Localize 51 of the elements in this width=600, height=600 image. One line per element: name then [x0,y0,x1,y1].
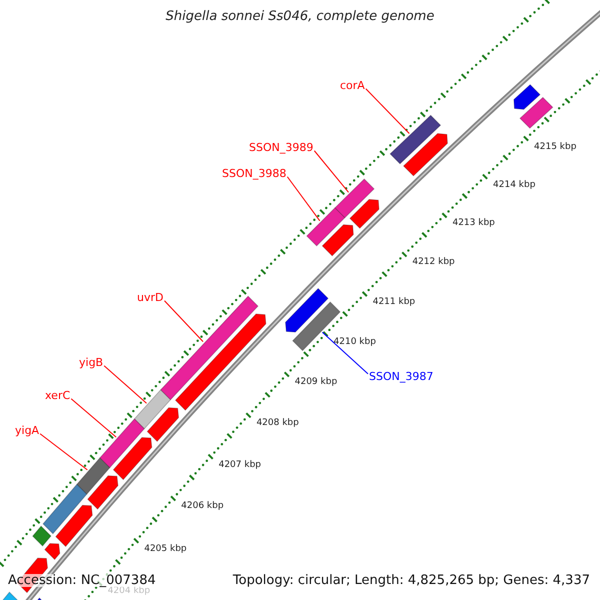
leader-line [314,150,350,193]
gene-feature [349,198,380,229]
tick-label: 4207 kbp [218,460,261,471]
leader-line [40,433,88,470]
accession-text: Accession: NC_007384 [8,574,156,587]
gene-feature [146,407,180,442]
tick-label: 4204 kbp [108,586,150,598]
tick-label: 4214 kbp [493,180,536,191]
tick-label: 4208 kbp [256,418,299,430]
gene-label: SSON_3989 [249,141,314,154]
tick-label: 4211 kbp [372,297,416,308]
gene-bar [134,389,172,430]
gene-feature [322,224,354,256]
gene-label: SSON_3987 [369,370,434,383]
gene-feature [513,84,541,110]
gene-feature [44,543,60,560]
tick-label: 4215 kbp [534,142,576,153]
gene-bar [390,114,442,164]
gene-bar [519,96,554,129]
gene-bar [32,526,52,547]
tick-label: 4205 kbp [144,544,187,555]
gene-feature [87,475,118,510]
gene-label: uvrD [137,291,164,304]
gene-label: SSON_3988 [222,167,286,180]
gene-feature [402,133,448,176]
genome-stats-text: Topology: circular; Length: 4,825,265 bp; Genes: 4,337 [232,574,590,587]
tick-label: 4210 kbp [334,337,376,348]
gene-bar [334,178,375,218]
leader-line [70,398,117,438]
gene-label: corA [340,79,365,92]
gene-feature [285,288,329,333]
gene-bar [306,207,346,246]
gene-label: yigB [79,356,104,369]
gene-feature [55,504,93,548]
gene-bar [76,457,110,495]
tick-label: 4213 kbp [452,218,495,230]
tick-label: 4212 kbp [412,257,455,268]
leader-line [286,176,320,222]
gene-feature [0,592,20,600]
gene-bar [42,484,88,534]
gene-feature [174,314,266,411]
tick-label: 4206 kbp [181,501,224,512]
title: Shigella sonnei Ss046, complete genome [164,9,436,24]
leader-line [365,88,410,134]
gene-label: xerC [45,389,70,402]
tick-label: 4209 kbp [294,377,338,388]
gene-bar [99,418,145,468]
gene-label: yigA [15,424,40,437]
leader-line [322,332,368,374]
gene-feature [112,437,152,480]
leader-line [104,365,148,404]
